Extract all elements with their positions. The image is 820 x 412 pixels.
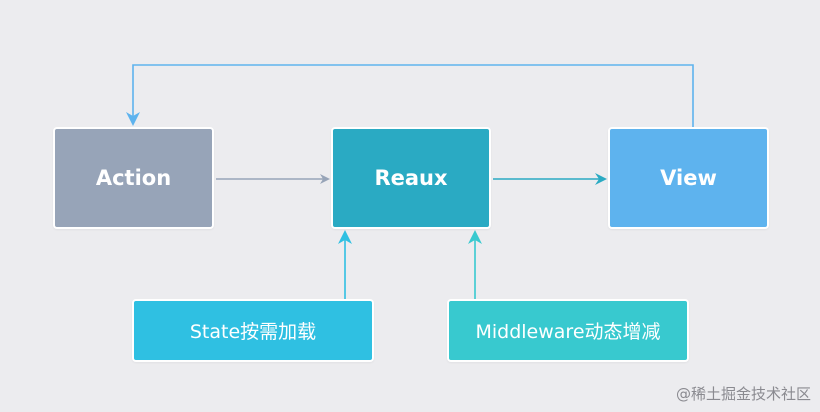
edge-view-to-action [126,64,694,127]
node-reaux-label: Reaux [374,166,448,190]
node-view-label: View [660,166,717,190]
node-state: State按需加载 [132,299,374,362]
node-middleware-label: Middleware动态增减 [475,321,661,343]
node-view: View [608,127,769,229]
node-action-label: Action [95,166,172,190]
node-action: Action [53,127,214,229]
watermark: @稀土掘金技术社区 [675,385,811,403]
node-state-label: State按需加载 [189,321,317,343]
node-reaux: Reaux [331,127,491,229]
node-middleware: Middleware动态增减 [447,299,689,362]
